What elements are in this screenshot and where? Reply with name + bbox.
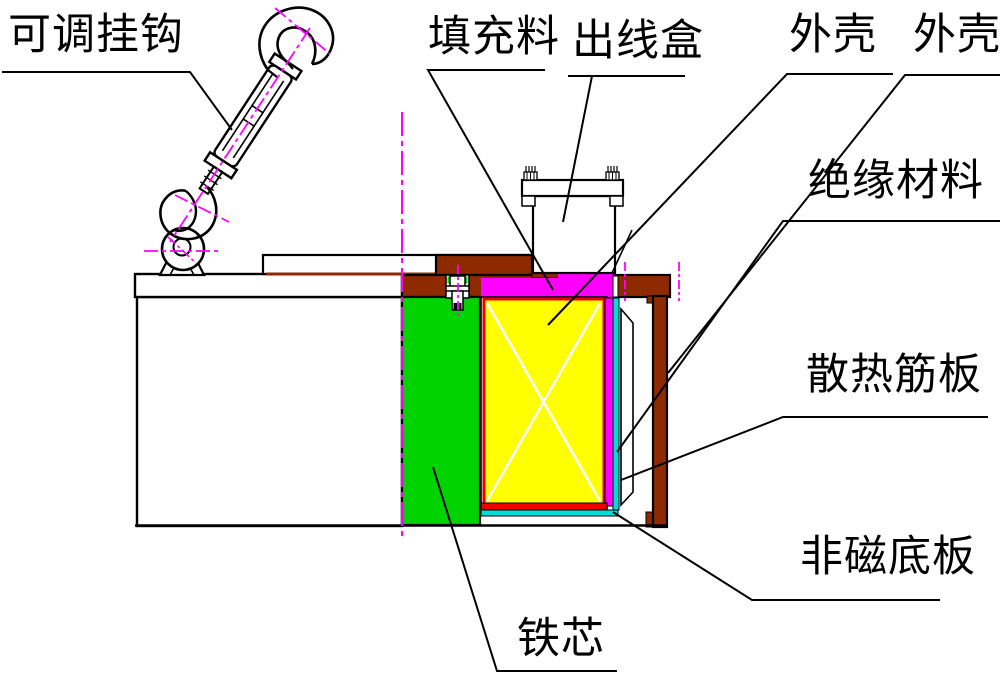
junction-box-body: [531, 194, 617, 275]
label-filler: 填充料: [428, 13, 560, 61]
lid-nut-left: [521, 195, 536, 207]
label-adjustable-hook: 可调挂钩: [8, 11, 184, 59]
label-nonmagnetic-bottom-plate: 非磁底板: [800, 533, 976, 581]
insulation-strip-cyan: [612, 297, 620, 511]
lower-hook-cross-centerline: [174, 194, 230, 223]
lower-hook-outer: [159, 185, 218, 241]
leader-nonmagnetic-plate: [612, 511, 940, 601]
filler-band-step: [558, 273, 613, 280]
raised-plate-brown: [434, 253, 534, 277]
centerlines: [144, 7, 680, 541]
upper-hook-inner: [276, 26, 317, 65]
coil-bottom-red: [480, 502, 608, 511]
label-iron-core: 铁芯: [517, 615, 605, 663]
lid-bolt-left: [523, 166, 538, 181]
label-shell-left: 外壳: [789, 11, 877, 59]
leader-lines: [2, 69, 1000, 672]
heat-rib-profile: [620, 306, 634, 508]
yoke-body: [135, 295, 404, 528]
box-detail-line: [611, 229, 633, 274]
eye-pin: [172, 237, 192, 257]
leader-iron-core: [432, 466, 617, 672]
shell-side-bar: [651, 294, 669, 529]
junction-box-lid: [520, 178, 625, 198]
leader-adjustable-hook: [2, 71, 233, 131]
insulation-strip-magenta: [604, 297, 614, 507]
leader-shell-right: [667, 74, 1000, 374]
lifting-eye: [158, 226, 206, 277]
lid-nut-right: [609, 195, 624, 207]
upper-hook-outer: [258, 6, 335, 71]
nonmagnetic-plate-section: [480, 509, 619, 517]
label-heat-rib-plate: 散热筋板: [806, 351, 982, 399]
upper-hook-cross-centerline: [274, 7, 331, 55]
iron-core-section: [400, 295, 482, 527]
label-shell-right: 外壳: [913, 11, 1000, 59]
eye-diagonal-centerline: [167, 236, 197, 264]
leader-insulation: [616, 220, 1000, 453]
leader-heat-rib: [620, 416, 988, 481]
leader-shell-left: [547, 73, 893, 326]
leader-outlet-box: [562, 75, 685, 223]
turnbuckle-axis-centerline: [169, 27, 311, 243]
lower-hook-inner: [173, 190, 198, 232]
band-gap: [612, 275, 619, 298]
label-outlet-box: 出线盒: [572, 17, 704, 65]
coil-x-2: [485, 302, 602, 502]
label-insulation: 绝缘材料: [808, 157, 984, 205]
junction-box: [520, 166, 633, 275]
top-plate-left: [133, 272, 404, 299]
leader-filler: [426, 69, 554, 291]
lid-bolt-right: [605, 166, 620, 181]
